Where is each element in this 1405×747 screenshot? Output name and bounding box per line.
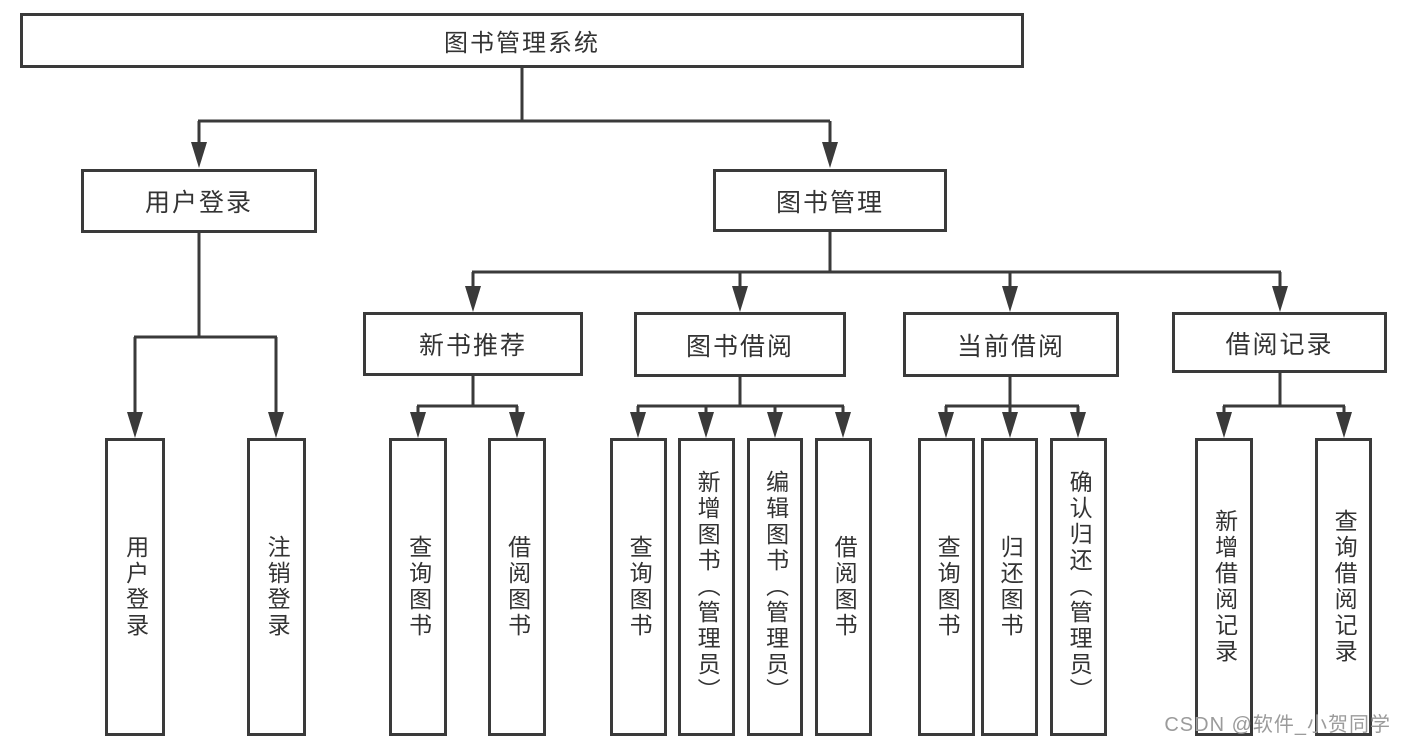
leaf-borrow-books-recommend: 借阅图书 [488, 438, 546, 736]
csdn-watermark: CSDN @软件_小贺同学 [1164, 714, 1391, 736]
connector-borrow-records-to-leaves [1222, 373, 1346, 420]
connector-new-book-to-leaves [416, 376, 519, 420]
connector-book-mgmt-to-level3 [471, 232, 1282, 295]
node-book-borrowing: 图书借阅 [634, 312, 846, 377]
node-current-borrowing: 当前借阅 [903, 312, 1119, 377]
node-new-book-recommendation: 新书推荐 [363, 312, 583, 376]
leaf-add-borrowing-record: 新增借阅记录 [1195, 438, 1253, 736]
node-borrowing-records: 借阅记录 [1172, 312, 1387, 373]
leaf-query-books-borrow: 查询图书 [610, 438, 667, 736]
leaf-query-books-current: 查询图书 [918, 438, 975, 736]
connector-book-borrow-to-leaves [636, 377, 845, 420]
leaf-edit-book-admin: 编辑图书（管理员） [747, 438, 803, 736]
leaf-return-books: 归还图书 [981, 438, 1038, 736]
connector-user-login-to-leaves [133, 233, 278, 420]
connector-root-to-level2 [197, 68, 832, 152]
node-book-management: 图书管理 [713, 169, 947, 232]
arrowheads [127, 142, 1352, 438]
leaf-borrow-books: 借阅图书 [815, 438, 872, 736]
node-library-management-system: 图书管理系统 [20, 13, 1024, 68]
leaf-logout: 注销登录 [247, 438, 306, 736]
leaf-query-borrowing-record: 查询借阅记录 [1315, 438, 1372, 736]
leaf-add-book-admin: 新增图书（管理员） [678, 438, 735, 736]
node-user-login: 用户登录 [81, 169, 317, 233]
leaf-user-login: 用户登录 [105, 438, 165, 736]
leaf-query-books-recommend: 查询图书 [389, 438, 447, 736]
leaf-confirm-return-admin: 确认归还（管理员） [1050, 438, 1107, 736]
